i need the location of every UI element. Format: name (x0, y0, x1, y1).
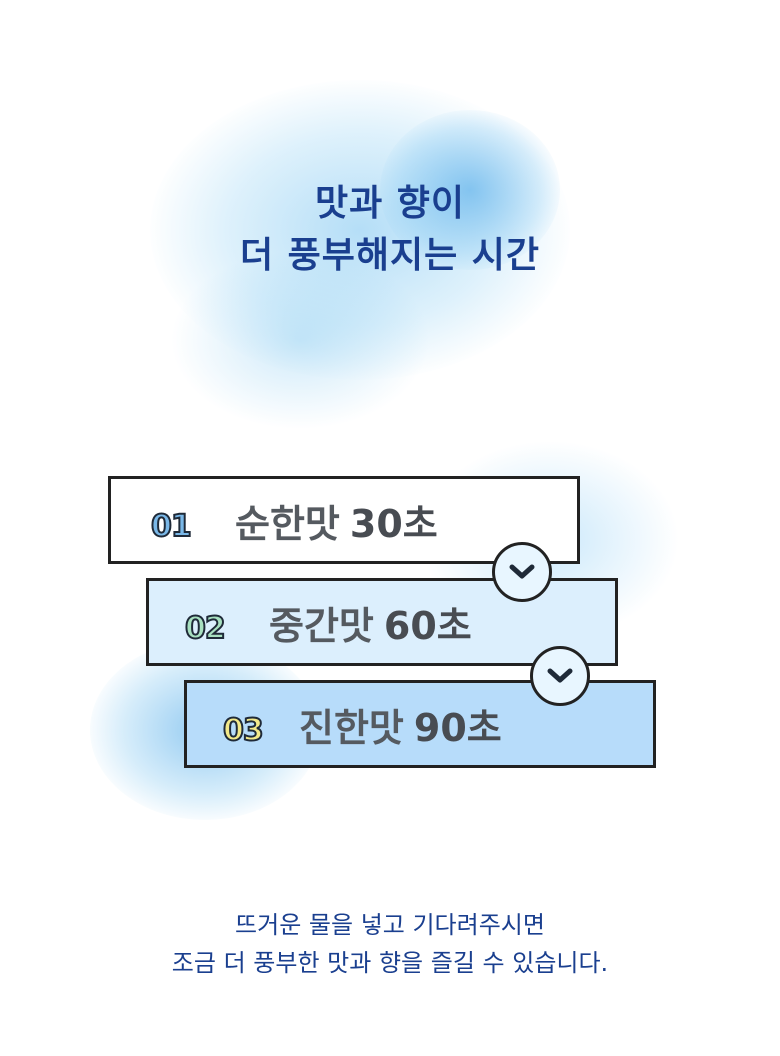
step-number-1: 01 (150, 508, 193, 545)
step-card-1: 01 순한맛 30초 (108, 476, 580, 564)
chevron-down-icon-glyph (547, 668, 573, 683)
step-card-3: 03 진한맛 90초 (184, 680, 656, 768)
step-name-2: 중간맛 (269, 603, 374, 648)
page-title: 맛과 향이 더 풍부해지는 시간 (0, 178, 780, 282)
step-name-1: 순한맛 (235, 501, 340, 546)
footer-text: 뜨거운 물을 넣고 기다려주시면 조금 더 풍부한 맛과 향을 즐길 수 있습니… (0, 906, 780, 982)
step-time-2: 60초 (383, 603, 472, 648)
chevron-down-icon (492, 542, 552, 602)
step-number-3: 03 (222, 712, 265, 749)
chevron-down-icon-glyph (509, 564, 535, 579)
chevron-down-icon (530, 646, 590, 706)
footer-line-1: 뜨거운 물을 넣고 기다려주시면 (235, 911, 545, 939)
step-name-3: 진한맛 (299, 705, 404, 750)
step-time-1: 30초 (349, 501, 438, 546)
footer-line-2: 조금 더 풍부한 맛과 향을 즐길 수 있습니다. (171, 949, 609, 977)
title-line-1: 맛과 향이 (314, 183, 465, 224)
step-time-3: 90초 (413, 705, 502, 750)
title-line-2: 더 풍부해지는 시간 (239, 235, 541, 276)
step-number-2: 02 (184, 610, 227, 647)
